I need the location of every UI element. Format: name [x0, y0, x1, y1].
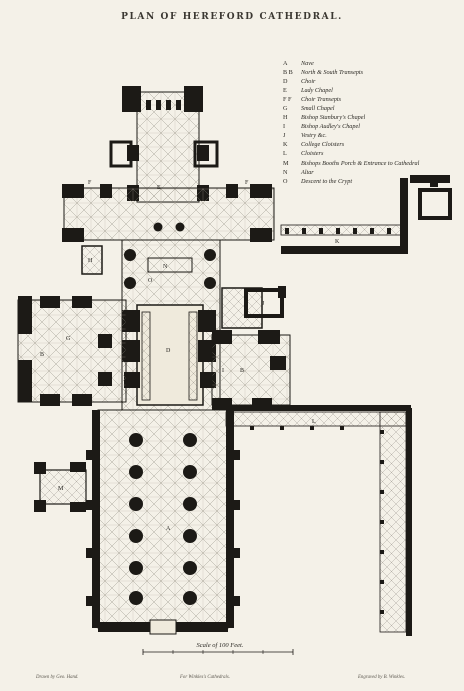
- plan-letter-f-north: F: [88, 180, 92, 186]
- plan-letter-b-north: B: [40, 352, 44, 358]
- bishop-stanbury-chapel: [81, 245, 263, 329]
- legend-key: I: [283, 123, 286, 131]
- legend-label: North & South Transepts: [301, 69, 364, 77]
- legend-label: Small Chapel: [301, 105, 335, 113]
- legend-row: I Bishop Audley's Chapel: [283, 122, 463, 131]
- legend-label: Cloisters: [301, 150, 324, 158]
- plan-letters: E F F D N G B B H I J K L M O A: [40, 180, 340, 532]
- plan-letter-k: K: [335, 239, 340, 245]
- bishop-booth-porch: [34, 462, 87, 512]
- plan-letter-o: O: [148, 278, 153, 284]
- legend-label: Nave: [301, 60, 314, 67]
- legend-key: N: [283, 168, 288, 176]
- legend-key: J: [283, 132, 286, 140]
- plan-letter-g: G: [66, 336, 71, 342]
- legend-row: J Vestry &c.: [283, 131, 463, 140]
- legend-key: A: [283, 60, 288, 67]
- legend-key: B B: [283, 69, 293, 77]
- legend-label: Bishop Audley's Chapel: [301, 123, 360, 131]
- legend-key: F F: [283, 96, 292, 104]
- plan-letter-f-south: F: [245, 180, 249, 186]
- legend: A Nave B B North & South Transepts D Choir …: [283, 59, 463, 186]
- legend-label: Descent to the Crypt: [301, 177, 353, 185]
- credit-engraved-by: Engraved by B. Winkles.: [358, 675, 406, 680]
- legend-row: N Altar: [283, 168, 463, 177]
- legend-label: Lady Chapel: [301, 87, 333, 95]
- legend-key: H: [283, 114, 288, 122]
- plan-letter-l: L: [312, 419, 316, 425]
- legend-label: Choir: [301, 78, 316, 86]
- plan-letter-m: M: [58, 486, 64, 492]
- legend-label: Altar: [301, 168, 314, 176]
- choir-transepts: [62, 184, 275, 242]
- legend-row: M Bishops Booths Porch & Entrance to Cath…: [283, 159, 463, 168]
- legend-row: E Lady Chapel: [283, 86, 463, 95]
- north-transept: [17, 296, 127, 406]
- legend-row: O Descent to the Crypt: [283, 177, 463, 186]
- scale-label: Scale of 100 Feet.: [196, 642, 244, 649]
- legend-key: M: [283, 159, 289, 167]
- legend-key: D: [283, 78, 288, 86]
- legend-row: D Choir: [283, 77, 463, 86]
- legend-row: F F Choir Transepts: [283, 95, 463, 104]
- legend-row: K College Cloisters: [283, 140, 463, 149]
- legend-key: K: [283, 141, 288, 149]
- legend-label: Bishops Booths Porch & Entrance to Cathe…: [301, 159, 420, 167]
- credit-publication: For Winkles's Cathedrals.: [180, 675, 230, 680]
- legend-label: Choir Transepts: [301, 96, 342, 104]
- plan-letter-a: A: [166, 526, 171, 532]
- legend-label: Vestry &c.: [301, 132, 327, 140]
- choir: [121, 239, 221, 411]
- legend-key: G: [283, 105, 288, 113]
- legend-key: O: [283, 177, 288, 185]
- plan-letter-b-south: B: [240, 368, 244, 374]
- plan-letter-h: H: [88, 258, 93, 264]
- legend-label: College Cloisters: [301, 141, 345, 149]
- legend-key: L: [283, 150, 287, 158]
- legend-row: B B North & South Transepts: [283, 68, 463, 77]
- plan-letter-i: I: [222, 368, 224, 374]
- legend-row: H Bishop Stanbury's Chapel: [283, 113, 463, 122]
- plan-letter-j: J: [262, 301, 265, 307]
- college-cloisters: [280, 175, 452, 254]
- plan-letter-n: N: [163, 264, 168, 270]
- plan-letter-d: D: [166, 348, 171, 354]
- credit-drawn-by: Drawn by Geo. Hand.: [36, 675, 79, 680]
- scale-bar: [142, 649, 294, 655]
- legend-row: L Cloisters: [283, 149, 463, 158]
- legend-row: G Small Chapel: [283, 104, 463, 113]
- legend-row: A Nave: [283, 59, 463, 68]
- plan-title: PLAN OF HEREFORD CATHEDRAL.: [121, 12, 343, 22]
- legend-label: Bishop Stanbury's Chapel: [301, 114, 366, 122]
- legend-key: E: [283, 87, 287, 95]
- vestry: [244, 286, 286, 318]
- nave: [86, 409, 240, 635]
- plan-letter-e: E: [157, 185, 161, 191]
- lady-chapel: [109, 86, 219, 203]
- cloisters: [225, 405, 412, 636]
